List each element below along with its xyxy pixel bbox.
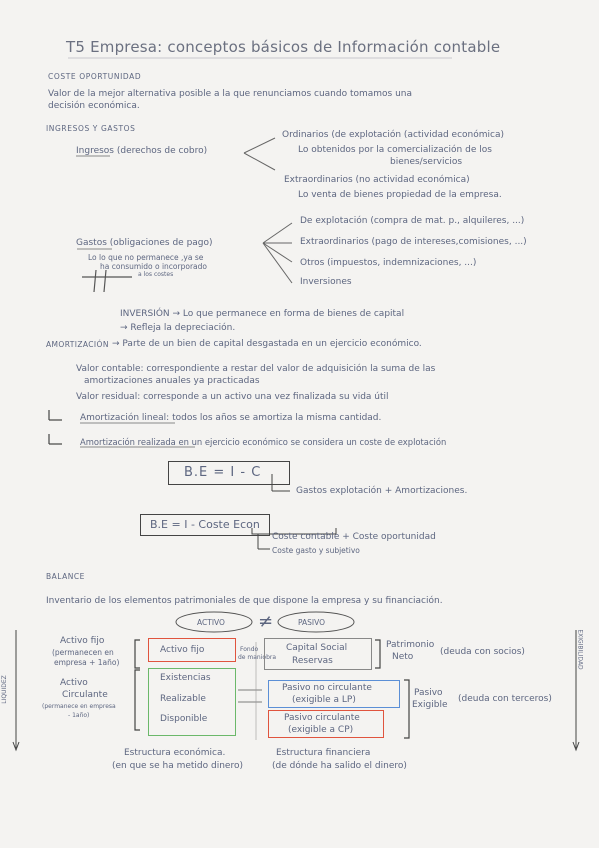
balance-definition: Inventario de los elementos patrimoniale…: [46, 596, 443, 606]
ingresos-extraordinarios-sub: Lo venta de bienes propiedad de la empre…: [298, 190, 502, 200]
exigibilidad-label: EXIGIBILIDAD: [576, 629, 584, 670]
amortizacion-definition: → Parte de un bien de capital desgastada…: [112, 339, 422, 349]
activo-circulante-label-2: Circulante: [62, 690, 108, 700]
pasivo-exigible-label-2: Exigible: [412, 700, 448, 710]
amortizacion-lineal: Amortización lineal: todos los años se a…: [80, 413, 382, 423]
activo-fijo-label-3: empresa + 1año): [54, 658, 120, 667]
gastos-explotacion: De explotación (compra de mat. p., alqui…: [300, 216, 525, 226]
gastos-note3: a los costes: [138, 271, 174, 278]
pasivo-exigible-note: (deuda con terceros): [458, 694, 552, 704]
ingresos-ordinarios: Ordinarios (de explotación (actividad ec…: [282, 130, 505, 140]
formula-2-note1: Coste contable + Coste oportunidad: [272, 532, 436, 542]
estructura-financiera-1: Estructura financiera: [276, 748, 371, 758]
activo-circulante-label-4: - 1año): [68, 712, 90, 719]
balance-heading: BALANCE: [46, 572, 85, 581]
ingresos-ordinarios-sub1: Lo obtenidos por la comercialización de …: [298, 145, 492, 155]
liquidez-label: LIQUIDEZ: [0, 675, 8, 704]
reservas-text: Reservas: [292, 656, 333, 666]
disponible-text: Disponible: [160, 714, 208, 724]
activo-fijo-box: [148, 638, 236, 662]
ingresos-label: Ingresos (derechos de cobro): [76, 146, 208, 156]
not-equal-symbol: ≠: [258, 611, 274, 632]
formula-box-1: [168, 461, 290, 485]
realizable-text: Realizable: [160, 694, 206, 704]
pasivo-circulante-text-1: Pasivo circulante: [284, 713, 360, 723]
activo-fijo-label-2: (permanecen en: [52, 648, 114, 657]
activo-circulante-box: [148, 668, 236, 736]
ingresos-extraordinarios: Extraordinarios (no actividad económica): [284, 175, 470, 185]
patrimonio-neto-label-2: Neto: [392, 652, 414, 662]
amortizacion-heading: AMORTIZACIÓN: [46, 340, 109, 349]
estructura-financiera-2: (de dónde ha salido el dinero): [272, 761, 407, 771]
estructura-economica-1: Estructura económica.: [124, 748, 226, 758]
coste-oportunidad-heading: COSTE OPORTUNIDAD: [48, 72, 142, 81]
activo-circulante-label-3: (permanece en empresa: [42, 703, 116, 710]
pasivo-circulante-box: [268, 710, 384, 738]
patrimonio-neto-note: (deuda con socios): [440, 647, 525, 657]
pasivo-no-circulante-text-1: Pasivo no circulante: [282, 683, 372, 693]
ingresos-gastos-heading: INGRESOS Y GASTOS: [46, 124, 136, 133]
formula-box-2: [140, 514, 270, 536]
coste-oportunidad-line1: Valor de la mejor alternativa posible a …: [48, 89, 413, 99]
amortizacion-realizada: Amortización realizada en un ejercicio e…: [80, 437, 447, 447]
activo-label: ACTIVO: [197, 618, 225, 627]
valor-residual: Valor residual: corresponde a un activo …: [76, 392, 389, 402]
inversion-line2: → Refleja la depreciación.: [120, 323, 236, 333]
pasivo-label: PASIVO: [298, 618, 326, 627]
patrimonio-neto-label-1: Patrimonio: [386, 640, 435, 650]
activo-circulante-label-1: Activo: [60, 678, 88, 688]
activo-fijo-label-1: Activo fijo: [60, 636, 105, 646]
gastos-note2: ha consumido o incorporado: [100, 262, 207, 271]
capital-social-text: Capital Social: [286, 643, 348, 653]
existencias-text: Existencias: [160, 673, 211, 683]
page-title: T5 Empresa: conceptos básicos de Informa…: [66, 38, 501, 56]
valor-contable-line2: amortizaciones anuales ya practicadas: [84, 376, 260, 386]
ingresos-ordinarios-sub2: bienes/servicios: [390, 157, 463, 167]
formula-2-note2: Coste gasto y subjetivo: [272, 546, 360, 555]
coste-oportunidad-line2: decisión económica.: [48, 101, 140, 111]
pasivo-no-circulante-box: [268, 680, 400, 708]
gastos-label: Gastos (obligaciones de pago): [76, 238, 213, 248]
gastos-inversiones: Inversiones: [300, 277, 352, 287]
pasivo-no-circulante-text-2: (exigible a LP): [292, 695, 356, 705]
fondo-maniobra-2: de maniobra: [238, 654, 277, 661]
pasivo-circulante-text-2: (exigible a CP): [288, 725, 354, 735]
inversion-line1: INVERSIÓN → Lo que permanece en forma de…: [120, 309, 405, 319]
fondo-maniobra-1: Fondo: [240, 646, 259, 653]
formula-2: B.E = I - Coste Econ: [150, 518, 260, 531]
estructura-economica-2: (en que se ha metido dinero): [112, 761, 243, 771]
formula-1-note: Gastos explotación + Amortizaciones.: [296, 486, 468, 496]
patrimonio-neto-box: [264, 638, 372, 670]
valor-contable-line1: Valor contable: correspondiente a restar…: [76, 364, 436, 374]
activo-fijo-box-text: Activo fijo: [160, 645, 205, 655]
gastos-extraordinarios: Extraordinarios (pago de intereses,comis…: [300, 237, 527, 247]
pasivo-exigible-label-1: Pasivo: [414, 688, 443, 698]
gastos-otros: Otros (impuestos, indemnizaciones, ...): [300, 258, 477, 268]
gastos-note1: Lo lo que no permanece ,ya se: [88, 253, 204, 262]
formula-1: B.E = I - C: [184, 465, 262, 480]
